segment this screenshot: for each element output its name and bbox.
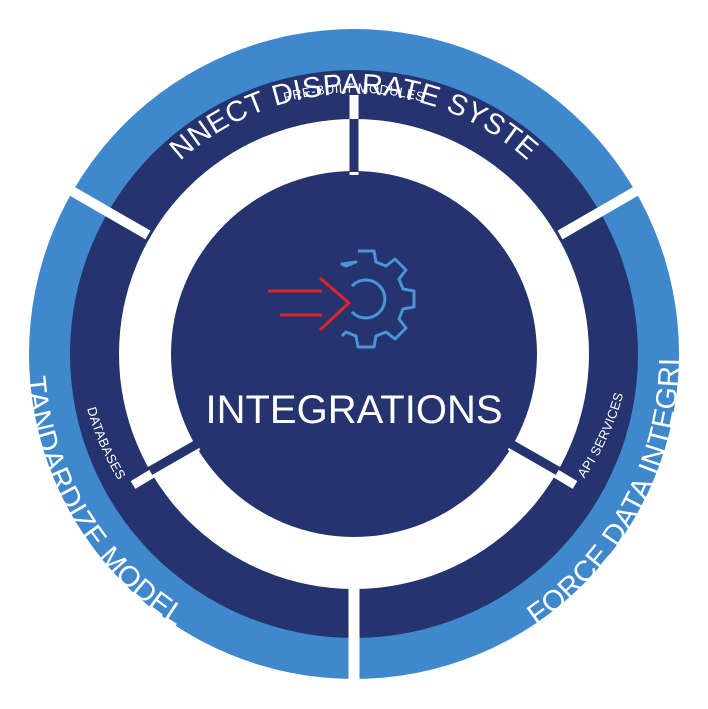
gear-icon bbox=[340, 249, 416, 349]
center-circle bbox=[171, 171, 537, 537]
gear-with-arrows-icon bbox=[268, 249, 416, 349]
inner-separator-right bbox=[508, 440, 561, 475]
center-title: INTEGRATIONS bbox=[205, 388, 502, 432]
inner-separators bbox=[147, 119, 561, 475]
outer-divider-upper-left bbox=[15, 155, 151, 240]
inner-separator-left bbox=[147, 440, 200, 475]
arrow-icon bbox=[268, 276, 352, 332]
arrow-head bbox=[318, 276, 352, 332]
outer-divider-upper-right bbox=[557, 155, 693, 240]
